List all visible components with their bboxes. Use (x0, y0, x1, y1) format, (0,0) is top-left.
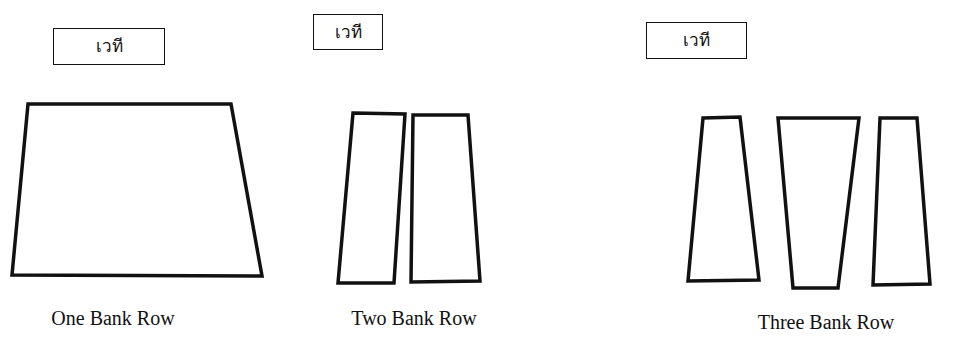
layout-caption: One Bank Row (51, 306, 174, 330)
layout-caption: Three Bank Row (758, 310, 895, 334)
seat-bank (12, 104, 262, 276)
seat-bank (873, 118, 930, 285)
stage-label: เวที (683, 30, 710, 50)
seat-bank (778, 118, 859, 288)
seat-bank (411, 115, 480, 282)
seat-bank (688, 117, 759, 281)
stage-box: เวที (313, 14, 383, 50)
seat-bank (338, 113, 405, 283)
stage-box: เวที (53, 28, 165, 65)
stage-label: เวที (335, 22, 362, 42)
layout-caption: Two Bank Row (351, 306, 476, 330)
stage-box: เวที (646, 22, 747, 59)
stage-label: เวที (96, 36, 123, 56)
